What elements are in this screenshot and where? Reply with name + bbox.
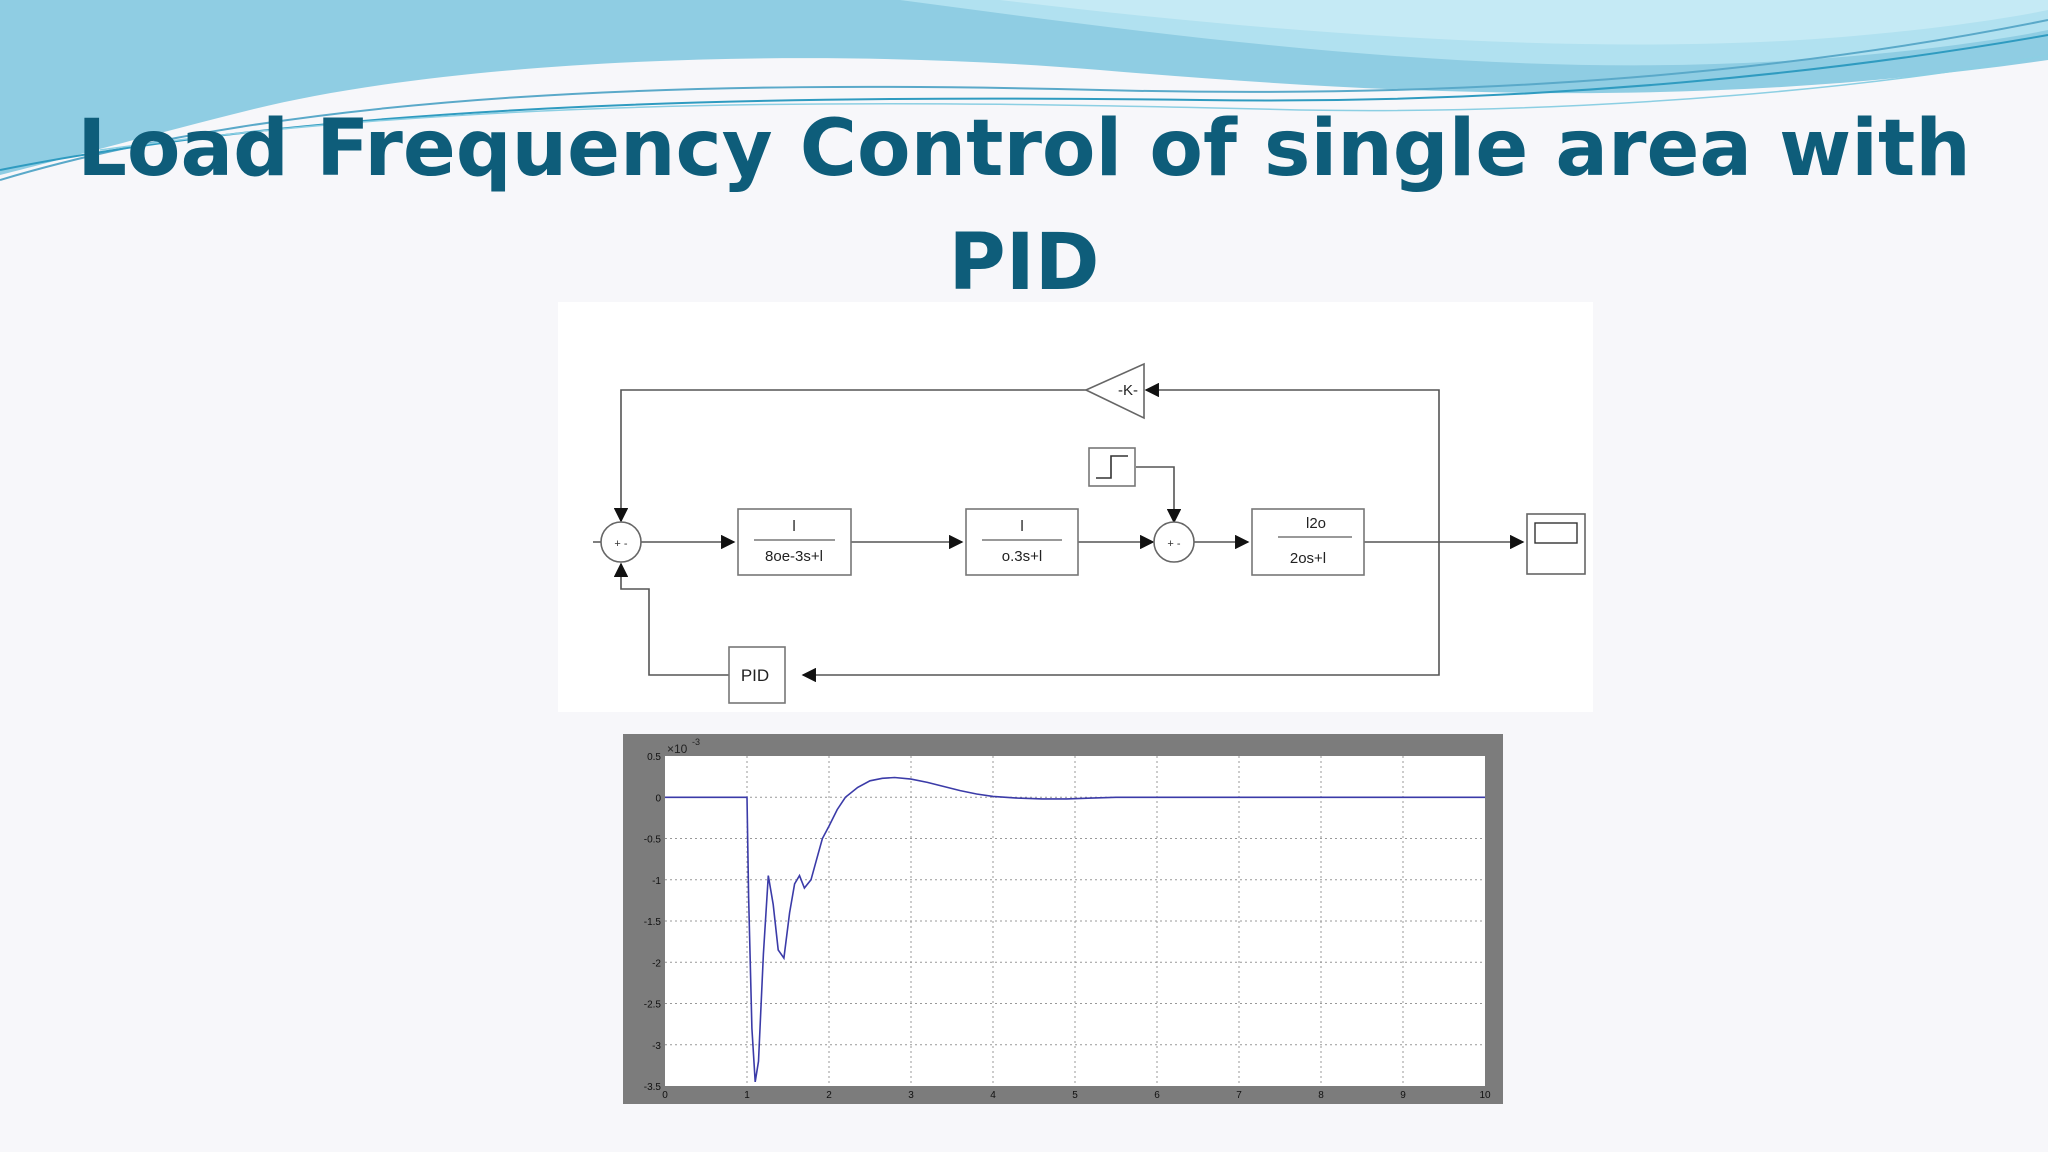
wire-pid-to-sum1 xyxy=(613,562,729,676)
y-tick-label: 0.5 xyxy=(647,752,661,763)
slide-title-line-1: Load Frequency Control of single area wi… xyxy=(77,104,1971,308)
x-tick-label: 10 xyxy=(1479,1090,1491,1101)
x-tick-label: 1 xyxy=(744,1090,750,1101)
x-axis-ticks: 0 1 2 3 4 5 6 7 8 9 10 xyxy=(662,1090,1491,1101)
block-diagram: + - l 8oe-3s+l l o.3s+l + - l2o 2os+l -K… xyxy=(593,362,1586,704)
transfer-block-3[interactable]: l2o 2os+l xyxy=(1251,508,1365,576)
y-tick-label: -2 xyxy=(652,958,661,969)
step-source-icon[interactable] xyxy=(1088,447,1136,487)
transfer-block-1[interactable]: l 8oe-3s+l xyxy=(737,508,852,576)
wave-line-3 xyxy=(99,54,2048,151)
x-tick-label: 2 xyxy=(826,1090,832,1101)
x-tick-label: 7 xyxy=(1236,1090,1242,1101)
block-1-denominator: 8oe-3s+l xyxy=(765,548,823,565)
wave-line-2 xyxy=(0,34,2048,171)
wire-step-to-sum2 xyxy=(1136,466,1182,524)
wire-gain-feedback xyxy=(1144,382,1440,542)
y-tick-label: -0.5 xyxy=(644,835,662,846)
y-exponent-power: -3 xyxy=(692,737,700,747)
pid-label: PID xyxy=(741,666,769,685)
gain-block[interactable]: -K- xyxy=(1084,362,1145,420)
y-exponent-label: ×10 xyxy=(667,742,688,756)
transfer-block-2[interactable]: l o.3s+l xyxy=(965,508,1079,576)
response-trace xyxy=(665,776,1485,1083)
y-tick-label: -3 xyxy=(652,1041,661,1052)
x-tick-label: 9 xyxy=(1400,1090,1406,1101)
x-tick-label: 3 xyxy=(908,1090,914,1101)
y-axis-ticks: 0.5 0 -0.5 -1 -1.5 -2 -2.5 -3 -3.5 xyxy=(644,752,662,1093)
scope-icon[interactable] xyxy=(1526,513,1586,575)
gain-label: -K- xyxy=(1118,382,1138,399)
x-tick-label: 8 xyxy=(1318,1090,1324,1101)
header-wave-decoration xyxy=(0,0,2048,181)
x-tick-label: 4 xyxy=(990,1090,996,1101)
sum-block-2[interactable]: + - xyxy=(1153,521,1195,563)
block-3-denominator: 2os+l xyxy=(1290,550,1326,567)
y-tick-label: -1.5 xyxy=(644,917,662,928)
block-1-numerator: l xyxy=(792,518,795,535)
x-tick-label: 5 xyxy=(1072,1090,1078,1101)
sum-2-signs: + - xyxy=(1167,538,1180,550)
y-tick-label: 0 xyxy=(655,793,661,804)
wire-pid-feedback xyxy=(801,542,1440,683)
sum-block-1[interactable]: + - xyxy=(600,521,642,563)
plot-grid xyxy=(665,756,1485,1086)
y-tick-label: -1 xyxy=(652,876,661,887)
pid-block[interactable]: PID xyxy=(728,646,786,704)
sum-1-signs: + - xyxy=(614,538,627,550)
wave-band-soft xyxy=(900,0,2048,66)
block-2-denominator: o.3s+l xyxy=(1002,548,1042,565)
x-tick-label: 0 xyxy=(662,1090,668,1101)
wave-line-1 xyxy=(0,19,2048,181)
y-tick-label: -3.5 xyxy=(644,1082,662,1093)
y-tick-label: -2.5 xyxy=(644,1000,662,1011)
block-diagram-panel: + - l 8oe-3s+l l o.3s+l + - l2o 2os+l -K… xyxy=(558,302,1593,712)
wire-gain-to-sum1 xyxy=(613,389,1086,523)
block-2-numerator: l xyxy=(1020,518,1023,535)
block-3-numerator: l2o xyxy=(1306,515,1326,532)
x-tick-label: 6 xyxy=(1154,1090,1160,1101)
